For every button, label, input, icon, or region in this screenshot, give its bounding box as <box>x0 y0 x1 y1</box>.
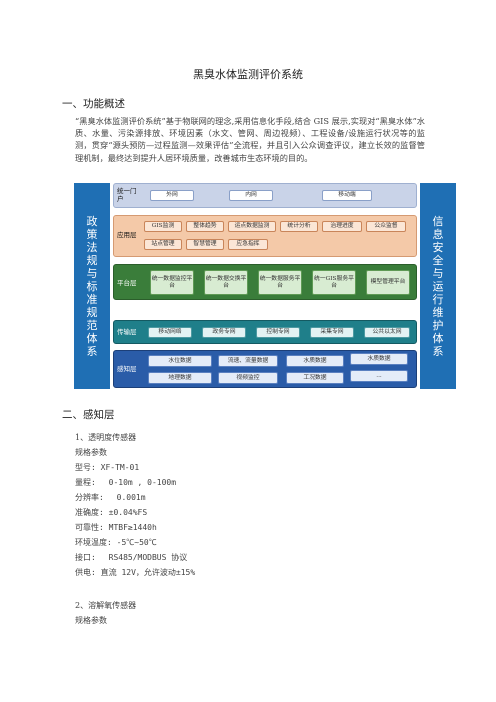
sensing-cell: ... <box>350 370 408 382</box>
portal-cell: 外网 <box>150 190 194 201</box>
transport-cell: 移动网络 <box>148 327 192 338</box>
layer-name: 平台层 <box>117 279 137 287</box>
architecture-diagram: 政策法规与标准规范体系 信息安全与运行维护体系 统一门户 外网 内网 移动端 应… <box>74 183 456 340</box>
spec-line: 可靠性: MTBF≥1440h <box>75 523 157 532</box>
transport-cell: 公共以太网 <box>364 327 410 338</box>
overview-paragraph: “黑臭水体监测评价系统”基于物联网的理念,采用信息化手段,结合 GIS 展示,实… <box>75 116 425 163</box>
sensing-cell: 流速、流量数据 <box>218 355 278 367</box>
app-cell: 统计分析 <box>280 221 318 232</box>
app-cell: 运点数据监测 <box>228 221 276 232</box>
spec-line: 准确度: ±0.04%FS <box>75 508 148 517</box>
app-cell: GIS监测 <box>144 221 182 232</box>
spec-line: 规格参数 <box>75 448 107 457</box>
layer-portal: 统一门户 外网 内网 移动端 <box>113 183 417 208</box>
layer-platform: 平台层 统一数据监控平台 统一数据交换平台 统一数据服务平台 统一GIS服务平台… <box>113 264 417 300</box>
spec-line: 分辨率: 0.001m <box>75 493 146 502</box>
layer-name: 感知层 <box>117 365 137 373</box>
sensing-cell: 水质数据 <box>350 353 408 365</box>
policy-standards-panel: 政策法规与标准规范体系 <box>74 183 110 389</box>
spec-line: 量程: 0-10m , 0-100m <box>75 478 177 487</box>
platform-cell: 统一数据服务平台 <box>258 270 302 295</box>
app-cell: 治理进度 <box>322 221 362 232</box>
section-heading-sensing: 二、感知层 <box>62 409 115 421</box>
layer-name: 应用层 <box>117 231 137 239</box>
portal-cell: 移动端 <box>322 190 372 201</box>
item-title: 1、透明度传感器 <box>75 433 137 442</box>
layer-application: 应用层 GIS监测 整体趋势 运点数据监测 统计分析 治理进度 公众监督 站点管… <box>113 215 417 257</box>
spec-line: 环境温度: -5℃~50℃ <box>75 538 157 547</box>
spec-line: 接口: RS485/MODBUS 协议 <box>75 553 188 562</box>
sensing-cell: 视频监控 <box>218 372 278 384</box>
spec-line: 供电: 直流 12V，允许波动±15% <box>75 568 196 577</box>
transport-cell: 采集专网 <box>310 327 354 338</box>
layer-transport: 传输层 移动网络 政务专网 控制专网 采集专网 公共以太网 <box>113 320 417 344</box>
transport-cell: 控制专网 <box>256 327 300 338</box>
platform-cell: 统一数据监控平台 <box>150 270 194 295</box>
platform-cell: 统一GIS服务平台 <box>312 270 356 295</box>
section-heading-overview: 一、功能概述 <box>62 98 125 110</box>
sensing-cell: 水质数据 <box>286 355 344 367</box>
transport-cell: 政务专网 <box>202 327 246 338</box>
sensing-cell: 地理数据 <box>148 372 212 384</box>
layer-name: 传输层 <box>117 328 137 336</box>
layer-name: 统一门户 <box>117 187 137 203</box>
platform-cell: 统一数据交换平台 <box>204 270 248 295</box>
app-cell: 公众监督 <box>366 221 406 232</box>
app-cell: 应急指挥 <box>228 239 268 250</box>
spec-line: 规格参数 <box>75 616 107 625</box>
security-maintenance-panel: 信息安全与运行维护体系 <box>420 183 456 389</box>
app-cell: 整体趋势 <box>186 221 224 232</box>
spec-line: 型号: XF-TM-01 <box>75 463 140 472</box>
app-cell: 智慧管理 <box>186 239 224 250</box>
layer-sensing: 感知层 水位数据 流速、流量数据 水质数据 水质数据 地理数据 视频监控 工况数… <box>113 350 417 388</box>
item-title: 2、溶解氧传感器 <box>75 601 137 610</box>
portal-cell: 内网 <box>229 190 273 201</box>
page-title: 黑臭水体监测评价系统 <box>193 68 303 81</box>
platform-cell: 模型管理平台 <box>366 270 410 295</box>
sensing-cell: 水位数据 <box>148 355 212 367</box>
sensing-cell: 工况数据 <box>286 372 344 384</box>
app-cell: 站点管理 <box>144 239 182 250</box>
